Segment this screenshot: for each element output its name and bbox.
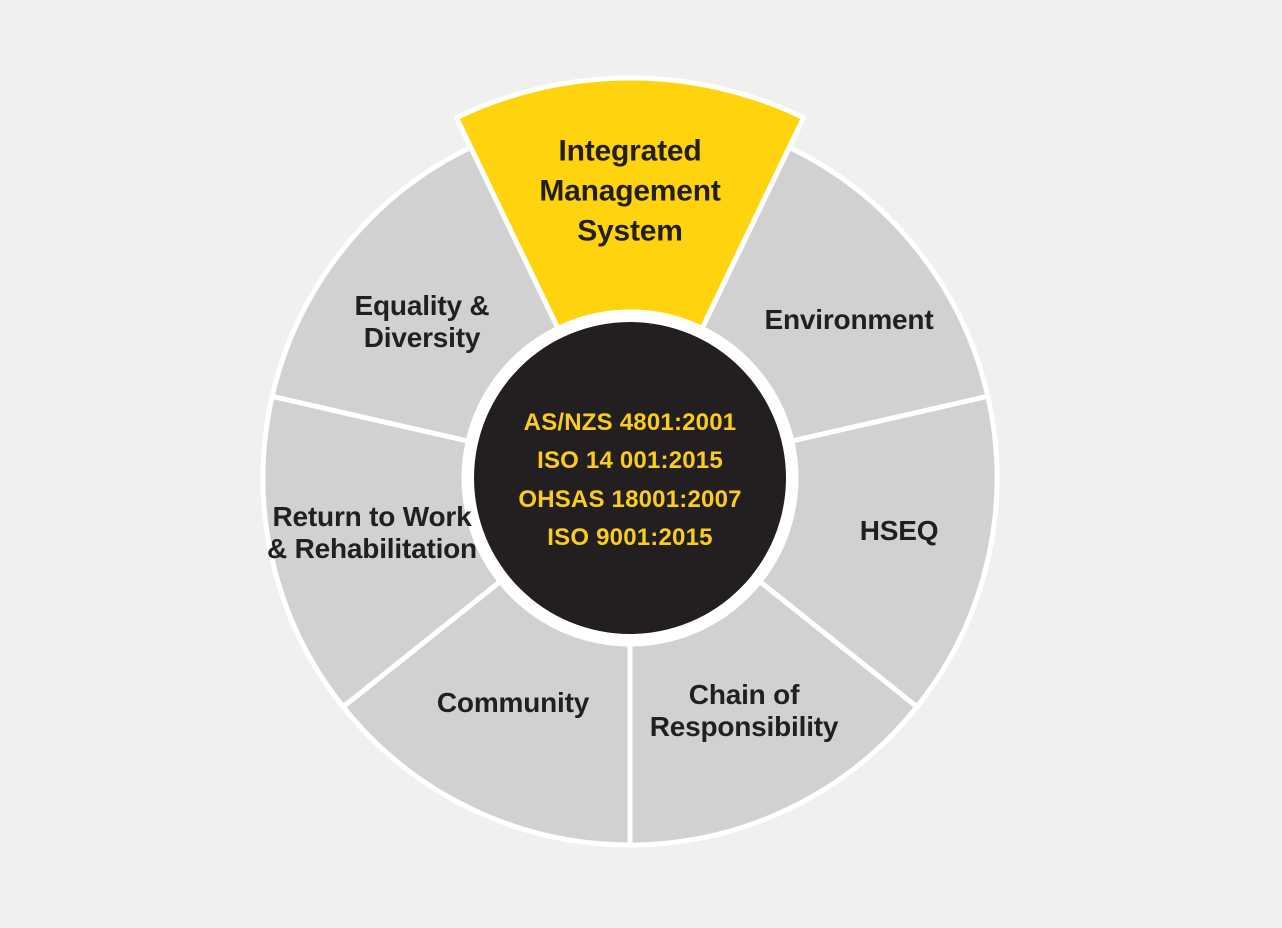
center-standards-list: AS/NZS 4801:2001 ISO 14 001:2015 OHSAS 1…: [518, 404, 741, 558]
label-integrated-management-system: Integrated Management System: [539, 134, 721, 249]
label-return-to-work: Return to Work & Rehabilitation: [267, 501, 477, 564]
standard-line: OHSAS 18001:2007: [518, 486, 742, 513]
segment-hseq: [757, 393, 1000, 710]
segment-chain-of-responsibility: [627, 579, 920, 848]
label-chain-of-responsibility: Chain of Responsibility: [649, 679, 839, 742]
standard-line: AS/NZS 4801:2001: [523, 409, 737, 437]
standard-line: ISO 9001:2015: [547, 524, 713, 552]
center-circle: [474, 322, 786, 634]
segment-integrated-management-system: [453, 75, 807, 331]
label-environment: Environment: [764, 304, 934, 336]
segment-community: [340, 579, 633, 848]
segment-return-to-work: [260, 393, 503, 710]
segment-environment: [699, 144, 991, 444]
label-equality-diversity: Equality & Diversity: [354, 290, 490, 353]
segment-equality-diversity: [269, 144, 561, 444]
label-community: Community: [436, 687, 590, 719]
label-hseq: HSEQ: [859, 515, 939, 547]
standard-line: ISO 14 001:2015: [537, 447, 723, 475]
